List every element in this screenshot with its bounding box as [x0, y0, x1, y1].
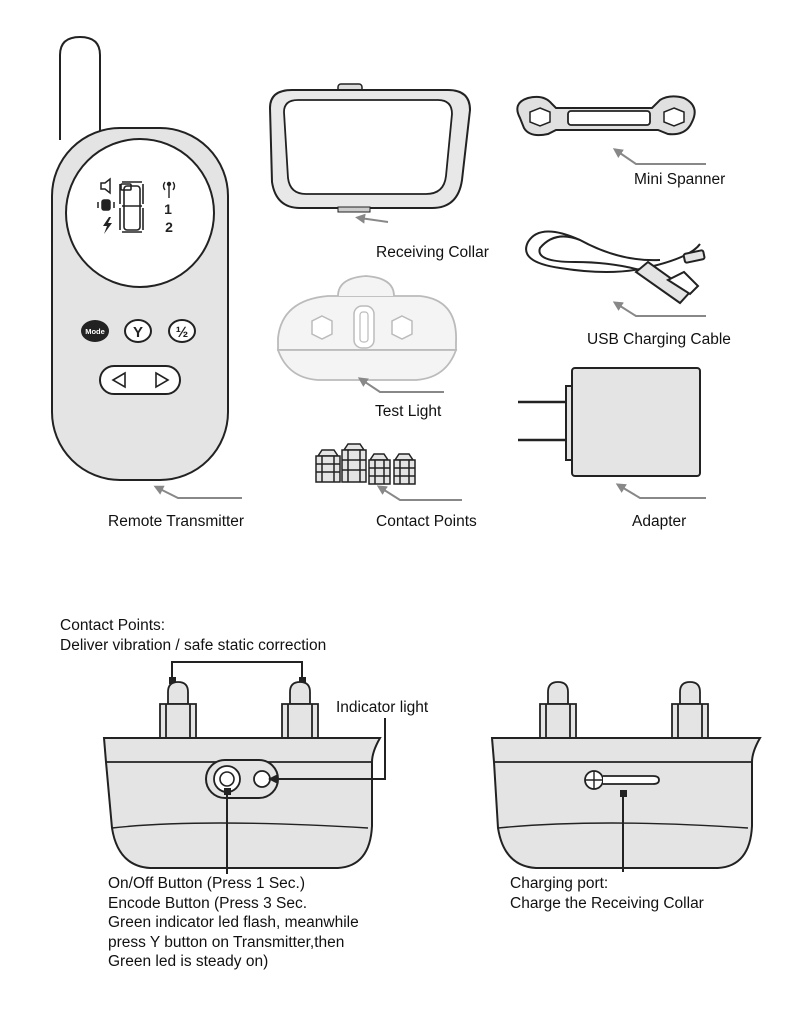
contact-points-description: Contact Points: Deliver vibration / safe… — [60, 616, 326, 655]
y-button-label: Y — [133, 324, 143, 341]
arrow-buttons[interactable] — [99, 365, 181, 395]
vibration-icon — [97, 199, 115, 211]
charging-port — [584, 770, 660, 790]
half-button[interactable]: ½ — [168, 319, 196, 343]
seven-segment-digit — [119, 181, 144, 233]
button-line: Green led is steady on) — [108, 953, 269, 970]
display-level-2: 2 — [165, 219, 173, 235]
label-contact-points: Contact Points — [376, 513, 477, 530]
display-level-1: 1 — [164, 201, 172, 217]
collar-front-detail — [102, 661, 386, 874]
label-indicator-light: Indicator light — [336, 699, 429, 716]
receiving-collar — [268, 83, 472, 213]
label-receiving-collar: Receiving Collar — [376, 244, 489, 261]
charging-port-description: Charging port: Charge the Receiving Coll… — [510, 874, 704, 913]
contact-points-title: Contact Points: — [60, 617, 166, 634]
button-line: Green indicator led flash, meanwhile — [108, 914, 359, 931]
left-arrow-icon[interactable] — [111, 371, 126, 389]
contact-points-desc: Deliver vibration / safe static correcti… — [60, 636, 327, 654]
right-arrow-icon[interactable] — [155, 371, 170, 389]
usb-cable — [525, 230, 706, 305]
mode-button[interactable]: Mode — [81, 320, 109, 342]
button-line: On/Off Button (Press 1 Sec.) — [108, 875, 305, 892]
button-description: On/Off Button (Press 1 Sec.) Encode Butt… — [108, 874, 359, 972]
mini-spanner — [516, 95, 696, 137]
label-test-light: Test Light — [375, 403, 442, 420]
mode-button-label: Mode — [85, 327, 105, 336]
adapter — [518, 367, 701, 477]
half-button-label: ½ — [176, 324, 189, 341]
test-light — [276, 275, 458, 381]
label-adapter: Adapter — [632, 513, 687, 530]
remote-transmitter: 1 2 Mode Y ½ — [51, 35, 229, 481]
speaker-icon — [100, 177, 111, 195]
indicator-light-led — [253, 770, 271, 788]
button-line: press Y button on Transmitter,then — [108, 933, 345, 951]
contact-points — [315, 443, 416, 485]
button-line: Encode Button (Press 3 Sec. — [108, 894, 308, 912]
collar-back-detail — [490, 681, 762, 872]
charging-line: Charge the Receiving Collar — [510, 894, 704, 912]
label-usb-cable: USB Charging Cable — [587, 331, 731, 348]
pointer-arrows — [153, 148, 706, 501]
y-button[interactable]: Y — [124, 319, 152, 343]
label-remote-transmitter: Remote Transmitter — [108, 513, 245, 530]
lightning-icon — [103, 217, 112, 234]
signal-icon — [162, 181, 176, 198]
label-mini-spanner: Mini Spanner — [634, 171, 726, 188]
charging-line: Charging port: — [510, 875, 609, 892]
